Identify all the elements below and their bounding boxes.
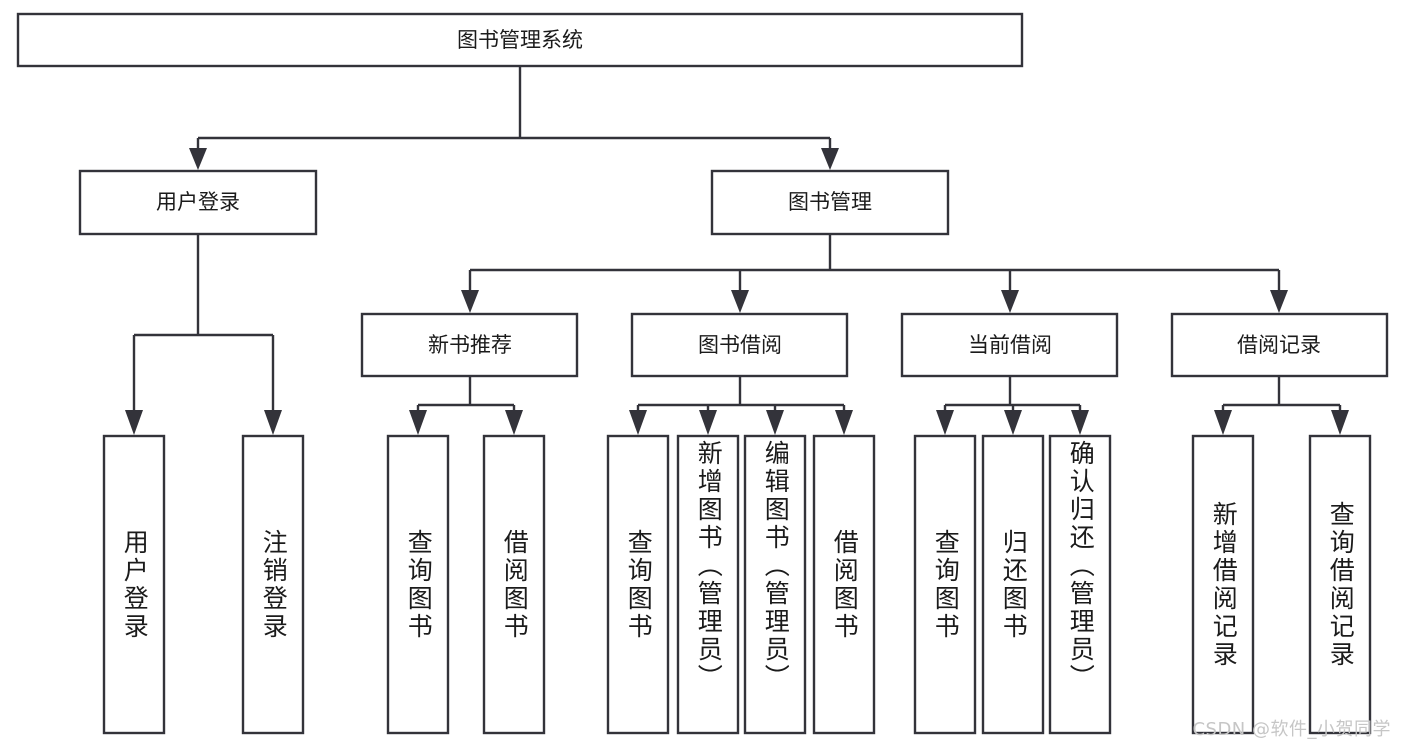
user-login-box[interactable] <box>78 169 318 236</box>
arrow-head-book-management <box>821 148 839 170</box>
node-book-management[interactable]: 图书管理 <box>710 169 950 236</box>
leaf-add-borrow-record-box[interactable] <box>1191 434 1255 735</box>
arrow-head-leaf-confirm-return-admin <box>1071 410 1089 435</box>
arrow-head-book-borrow <box>731 290 749 313</box>
leaf-query-book-rec-box[interactable] <box>386 434 450 735</box>
arrow-head-leaf-borrow-book-rec <box>505 410 523 435</box>
leaf-return-book-box[interactable] <box>981 434 1045 735</box>
arrow-head-current-borrow <box>1001 290 1019 313</box>
borrow-record-label: 借阅记录 <box>1237 333 1321 357</box>
arrow-head-leaf-query-book-rec <box>409 410 427 435</box>
arrow-head-leaf-query-book-borrow <box>629 410 647 435</box>
leaf-box-layer <box>102 434 1372 735</box>
node-user-login[interactable]: 用户登录 <box>78 169 318 236</box>
arrow-head-leaf-return-book <box>1004 410 1022 435</box>
leaf-logout-login-box[interactable] <box>241 434 305 735</box>
arrow-head-borrow-record <box>1270 290 1288 313</box>
leaf-confirm-return-admin-box[interactable] <box>1048 434 1112 735</box>
leaf-user-login-box[interactable] <box>102 434 166 735</box>
book-management-label: 图书管理 <box>788 190 872 214</box>
root-box[interactable] <box>16 12 1024 68</box>
leaf-add-book-admin-box[interactable] <box>676 434 740 735</box>
current-borrow-box[interactable] <box>900 312 1119 378</box>
arrow-head-leaf-add-book-admin <box>699 410 717 435</box>
arrow-head-leaf-edit-book-admin <box>766 410 784 435</box>
node-borrow-record[interactable]: 借阅记录 <box>1170 312 1389 378</box>
arrow-head-leaf-query-book-current <box>936 410 954 435</box>
arrow-head-leaf-borrow-book <box>835 410 853 435</box>
root-label: 图书管理系统 <box>457 28 583 52</box>
user-login-label: 用户登录 <box>156 190 240 214</box>
arrow-head-leaf-user-login <box>125 410 143 435</box>
leaf-query-book-current-box[interactable] <box>913 434 977 735</box>
node-root[interactable]: 图书管理系统 <box>16 12 1024 68</box>
leaf-borrow-book-box[interactable] <box>812 434 876 735</box>
arrow-head-leaf-add-borrow-record <box>1214 410 1232 435</box>
node-current-borrow[interactable]: 当前借阅 <box>900 312 1119 378</box>
arrow-head-new-book-recommend <box>461 290 479 313</box>
leaf-query-book-borrow-box[interactable] <box>606 434 670 735</box>
borrow-record-box[interactable] <box>1170 312 1389 378</box>
leaf-borrow-book-rec-box[interactable] <box>482 434 546 735</box>
node-new-book-recommend[interactable]: 新书推荐 <box>360 312 579 378</box>
new-book-recommend-box[interactable] <box>360 312 579 378</box>
connector-layer <box>125 66 1349 435</box>
new-book-recommend-label: 新书推荐 <box>428 333 512 357</box>
arrow-head-user-login <box>189 148 207 170</box>
current-borrow-label: 当前借阅 <box>968 333 1052 357</box>
book-management-box[interactable] <box>710 169 950 236</box>
csdn-watermark: CSDN @软件_小贺同学 <box>1192 719 1391 740</box>
book-borrow-label: 图书借阅 <box>698 333 782 357</box>
leaf-query-borrow-record-box[interactable] <box>1308 434 1372 735</box>
node-book-borrow[interactable]: 图书借阅 <box>630 312 849 378</box>
arrow-head-leaf-query-borrow-record <box>1331 410 1349 435</box>
book-borrow-box[interactable] <box>630 312 849 378</box>
arrow-head-leaf-logout-login <box>264 410 282 435</box>
leaf-edit-book-admin-box[interactable] <box>743 434 807 735</box>
